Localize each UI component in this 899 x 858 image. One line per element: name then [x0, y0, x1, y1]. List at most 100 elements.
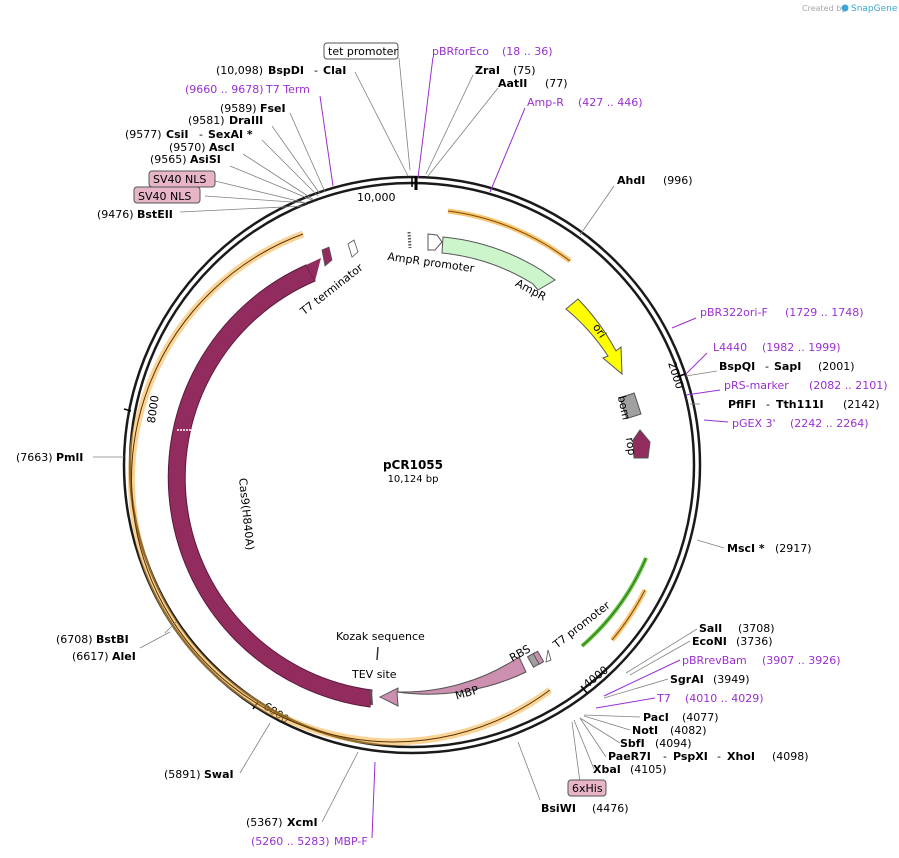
pbr322ori-label: pBR322ori-F: [700, 306, 768, 319]
pae-label: PaeR7I: [608, 750, 651, 763]
snapgene-logo-icon: [841, 4, 849, 12]
prsmarker-label: pRS-marker: [724, 379, 789, 392]
sv40-nls-box-2: [133, 186, 201, 204]
hatched-feature: [407, 231, 412, 249]
bspqi-label: BspQI: [719, 360, 755, 373]
asci-label: AscI: [209, 141, 235, 154]
bspqi-pos: (2001): [818, 360, 855, 373]
asisi-pos: (9565): [150, 153, 187, 166]
bstbi-pos: (6708): [56, 633, 93, 646]
csii-pos: (9577): [125, 128, 162, 141]
paci-label: PacI: [643, 711, 669, 724]
small-promoter-feature: [347, 239, 359, 258]
t7-terminator-feature: [321, 246, 333, 267]
pflfi-pos: (2142): [843, 398, 880, 411]
alei-label: AleI: [112, 650, 136, 663]
rbs-box: [532, 650, 545, 665]
sexai-label: SexAI *: [208, 128, 253, 141]
ampr-primer-pos: (427 .. 446): [578, 96, 643, 109]
noti-label: NotI: [632, 724, 658, 737]
sbfi-label: SbfI: [620, 737, 645, 750]
ahdi-label: AhdI: [617, 174, 645, 187]
dash-2: -: [199, 128, 203, 141]
pgex3-pos: (2242 .. 2264): [790, 417, 869, 430]
t7-promoter-mark: [545, 649, 552, 663]
l4440-label: L4440: [713, 341, 747, 354]
pbrforeco-label: pBRforEco: [432, 45, 489, 58]
orf-ampr-line: [447, 210, 571, 262]
fsei-pos: (9589): [220, 102, 257, 115]
sv40-nls-label-1: SV40 NLS: [153, 173, 206, 186]
zrai-label: ZraI: [475, 64, 500, 77]
xbai-label: XbaI: [593, 763, 621, 776]
bspdi-label: BspDI: [268, 64, 304, 77]
pspxi-label: PspXI: [673, 750, 708, 763]
swai-label: SwaI: [204, 768, 234, 781]
sv40-nls-label-2: SV40 NLS: [138, 190, 191, 203]
sbfi-pos: (4094): [655, 737, 692, 750]
sapi-label: SapI: [774, 360, 801, 373]
pae-pos: (4098): [772, 750, 809, 763]
draiii-label: DraIII: [229, 114, 263, 127]
bsiwi-label: BsiWI: [541, 802, 576, 815]
tick-8000: 8000: [145, 394, 162, 424]
zrai-pos: (75): [513, 64, 536, 77]
mbpf-label: MBP-F: [334, 835, 368, 848]
cas9-feature: [167, 264, 373, 708]
pbrrevbam-label: pBRrevBam: [682, 654, 747, 667]
xbai-pos: (4105): [630, 763, 667, 776]
paci-pos: (4077): [682, 711, 719, 724]
mbpf-pos: (5260 .. 5283): [251, 835, 330, 848]
t7-primer-pos: (4010 .. 4029): [685, 692, 764, 705]
6xhis-label: 6xHis: [572, 782, 603, 795]
asisi-label: AsiSI: [190, 153, 221, 166]
tth111i-label: Tth111I: [776, 398, 824, 411]
clai-label: ClaI: [323, 64, 346, 77]
orf-cas9-line: [131, 233, 551, 743]
aatii-pos: (77): [545, 77, 568, 90]
dash-1: -: [314, 64, 318, 77]
tet-promoter-label: tet promoter: [328, 45, 398, 58]
pgex3-label: pGEX 3': [732, 417, 776, 430]
bom-feature: [619, 392, 642, 420]
econi-label: EcoNI: [692, 635, 727, 648]
tick-10000: 10,000: [357, 191, 396, 204]
bsteii-label: BstEII: [137, 208, 173, 221]
dash-4: -: [766, 398, 770, 411]
csii-label: CsiI: [166, 128, 188, 141]
pbr322ori-pos: (1729 .. 1748): [785, 306, 864, 319]
pbrrevbam-pos: (3907 .. 3926): [762, 654, 841, 667]
l4440-pos: (1982 .. 1999): [762, 341, 841, 354]
mbp-feature: [378, 656, 527, 707]
rop-feature: [632, 429, 651, 459]
kozak-mark: [376, 646, 379, 661]
bsteii-pos: (9476): [97, 208, 134, 221]
xcmi-label: XcmI: [287, 816, 318, 829]
swai-pos: (5891): [164, 768, 201, 781]
leader-lines: [93, 56, 729, 839]
plasmid-size: 10,124 bp: [388, 474, 439, 485]
xhoi-label: XhoI: [727, 750, 755, 763]
dash-3: -: [765, 360, 769, 373]
draiii-pos: (9581): [188, 114, 225, 127]
created-by-label: Created by: [802, 4, 846, 13]
fsei-label: FseI: [260, 102, 286, 115]
xcmi-pos: (5367): [246, 816, 283, 829]
tick-marks: [123, 176, 686, 710]
bom-label: bom: [615, 394, 633, 421]
kozak-label: Kozak sequence: [336, 630, 425, 643]
dash-5: -: [663, 750, 667, 763]
sali-pos: (3708): [738, 622, 775, 635]
bspdi-pos: (10,098): [216, 64, 263, 77]
pbrforeco-pos: (18 .. 36): [502, 45, 553, 58]
rop-label: rop: [623, 437, 638, 457]
orf-small-line: [611, 589, 646, 641]
tev-site-mark: [370, 689, 373, 706]
t7-primer-label: T7: [656, 692, 671, 705]
ori-feature: [565, 298, 623, 376]
pflfi-label: PflFI: [728, 398, 756, 411]
msci-pos: (2917): [775, 542, 812, 555]
tet-promoter-box: [323, 42, 399, 60]
ahdi-pos: (996): [663, 174, 693, 187]
pmli-label: PmlI: [56, 451, 83, 464]
